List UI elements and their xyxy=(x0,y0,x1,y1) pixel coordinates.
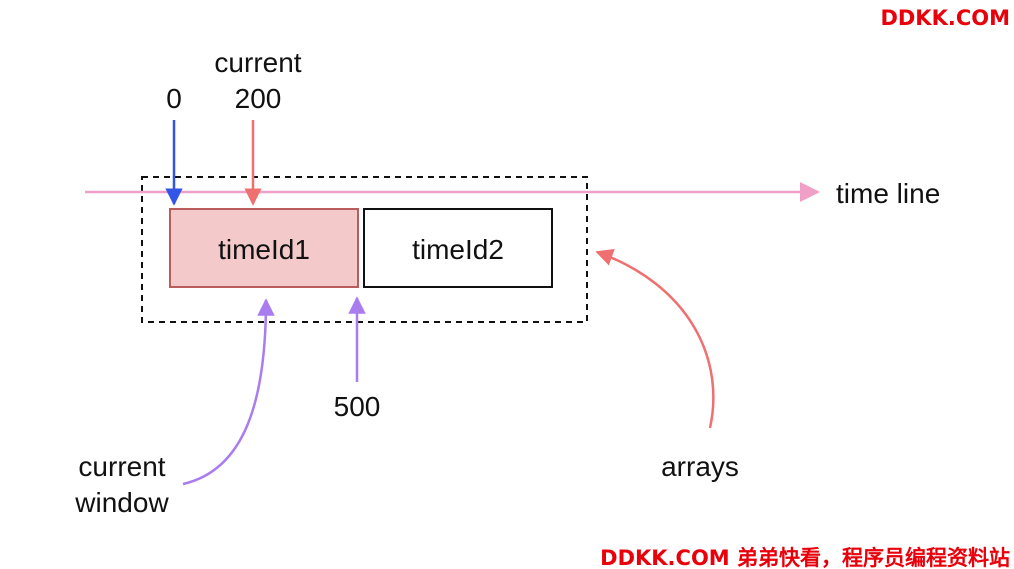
arrays-arrow xyxy=(595,249,715,429)
time-id1-box xyxy=(169,208,359,288)
time-line-label: time line xyxy=(836,178,940,209)
current-window-arrow xyxy=(182,298,275,486)
arrays-label: arrays xyxy=(661,451,739,482)
current-label: current xyxy=(214,47,301,78)
time-id2-label: timeId2 xyxy=(412,234,504,265)
time-id2-box xyxy=(363,208,553,288)
current-window-label-line1: current xyxy=(78,451,165,482)
five-hundred-label: 500 xyxy=(334,391,381,422)
watermark-bottom: DDKK.COM 弟弟快看，程序员编程资料站 xyxy=(600,546,1010,569)
current-window-label-line2: window xyxy=(74,487,169,518)
watermark-top: DDKK.COM xyxy=(880,6,1010,30)
arrays-dashed-border xyxy=(141,176,588,323)
zero-label: 0 xyxy=(166,83,182,114)
time-id1-label: timeId1 xyxy=(218,234,310,265)
current-value-label: 200 xyxy=(235,83,282,114)
